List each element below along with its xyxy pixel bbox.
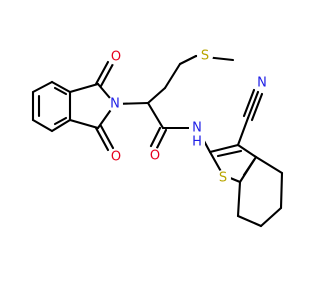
tetrahydrobenzothiophene: [208, 88, 284, 228]
bond: [146, 101, 165, 130]
sulfur-label-chain: S: [197, 48, 213, 64]
bond: [31, 118, 54, 133]
bond: [50, 118, 72, 133]
bond: [163, 62, 182, 90]
sulfur-atom: S: [219, 171, 227, 186]
bond: [178, 54, 198, 66]
nitrogen-atom: N: [192, 121, 202, 136]
oxygen-atom: O: [150, 149, 160, 164]
bond: [236, 116, 250, 147]
bond: [279, 171, 284, 210]
nitrogen-atom: N: [110, 97, 120, 112]
oxygen-label-top: O: [108, 49, 124, 65]
oxygen-label-amide: O: [147, 148, 163, 164]
carbonyl-double-bond: [99, 62, 115, 88]
bond: [68, 82, 100, 94]
carbonyl-double-bond: [99, 124, 115, 150]
molecule-structure-svg: O O N S O N H: [31, 48, 284, 228]
triple-bond: [242, 88, 256, 118]
side-chain: [113, 54, 235, 154]
nitrogen-label-imide: N: [107, 96, 123, 112]
aromatic-double-bond: [53, 86, 68, 96]
bond: [208, 143, 240, 154]
phthalimide-benzene-ring: [31, 80, 72, 133]
bond: [31, 80, 54, 94]
carbonyl-double-bond: [94, 60, 110, 86]
bond: [146, 86, 167, 105]
aromatic-double-bond: [53, 116, 68, 126]
bond: [236, 214, 263, 228]
bond: [68, 118, 100, 130]
nitrogen-atom: N: [257, 76, 267, 91]
bond: [236, 143, 258, 159]
triple-bond: [246, 90, 260, 120]
hydrogen-atom: H: [192, 135, 202, 150]
molecule-structure-diagram: O O N S O N H: [31, 48, 284, 228]
bond: [50, 80, 72, 94]
nitrogen-label-amide: N H: [189, 120, 205, 150]
sulfur-label-thiophene: S: [215, 170, 231, 186]
carbonyl-double-bond: [94, 126, 110, 152]
aromatic-double-bond: [216, 149, 243, 158]
nitrogen-label-nitrile: N: [254, 75, 270, 91]
aromatic-double-bond: [242, 158, 256, 177]
oxygen-label-bottom: O: [108, 149, 124, 165]
oxygen-atom: O: [111, 150, 121, 165]
bond: [236, 180, 242, 218]
sulfur-atom: S: [201, 49, 209, 64]
atom-labels: O O N S O N H: [107, 48, 270, 186]
bond: [259, 206, 283, 228]
imide-ring: [68, 60, 117, 152]
bond: [254, 155, 284, 175]
carbonyl-double-bond: [155, 128, 168, 150]
carbonyl-double-bond: [149, 126, 162, 148]
oxygen-atom: O: [111, 50, 121, 65]
triple-bond: [250, 92, 264, 122]
